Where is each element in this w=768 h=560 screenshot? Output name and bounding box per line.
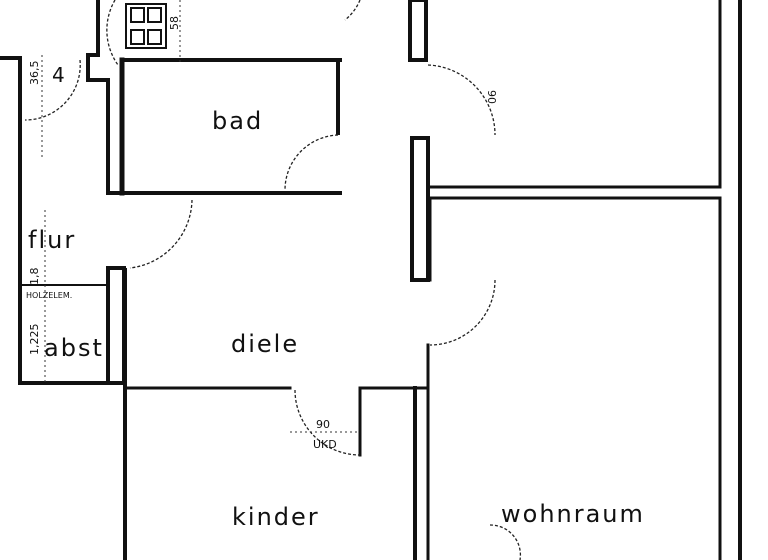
wall-abst — [106, 266, 126, 385]
dim-365: 36,5 — [28, 61, 41, 86]
door-kinder-width: 90 — [316, 418, 330, 431]
door-arc-room4 — [24, 59, 81, 121]
walls — [0, 0, 742, 560]
door-arc-top-right — [427, 64, 496, 136]
stove-icon — [125, 3, 167, 49]
door-arc-flur — [129, 199, 193, 269]
door-arc-wohnraum — [429, 279, 496, 346]
dimension-lines — [41, 0, 360, 433]
door-arc-bottom — [489, 524, 522, 560]
door-arc-kinder — [294, 389, 361, 456]
door-kinder-note: UKD — [313, 438, 337, 451]
door-arc-bad — [284, 134, 339, 191]
room-label-abst: abst — [44, 334, 104, 362]
wall-center-top — [408, 0, 428, 62]
room-label-bad: bad — [212, 107, 263, 135]
dim-58: 58 — [168, 16, 181, 30]
wall-outer-left — [0, 56, 112, 385]
room-labels: bad flur abst diele kinder wohnraum — [28, 107, 645, 531]
holzelem-label: HOLZELEM. — [26, 291, 72, 300]
room-label-wohnraum: wohnraum — [501, 500, 645, 528]
room-number: 4 — [52, 63, 67, 87]
dim-1225: 1,225 — [28, 324, 41, 356]
wall-kitchen — [86, 0, 124, 195]
door-arc-kitchen — [106, 0, 119, 66]
door-arc-top — [344, 0, 361, 21]
room-label-diele: diele — [231, 330, 299, 358]
wall-wohnraum — [428, 196, 722, 560]
annotations: 4 36,5 58 1,8 HOLZELEM. 1,225 90 90 UKD — [26, 16, 498, 451]
wall-center-mid — [410, 136, 430, 282]
dim-18: 1,8 — [28, 268, 41, 286]
door-top-right-width: 90 — [485, 90, 498, 104]
doors — [24, 0, 522, 560]
room-label-kinder: kinder — [232, 503, 320, 531]
room-label-flur: flur — [28, 226, 76, 254]
